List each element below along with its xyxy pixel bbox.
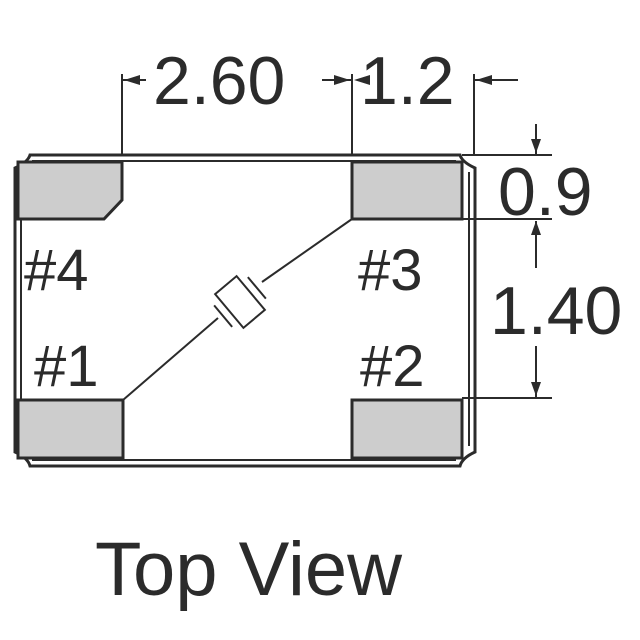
pad-4-label: #4 [24, 238, 89, 303]
dim-0-9-label: 0.9 [498, 154, 593, 230]
pad-3 [350, 160, 464, 221]
arrow-1-2-left [354, 75, 370, 85]
dim-2-60-label: 2.60 [153, 43, 285, 119]
arrow-0-9-top [531, 139, 541, 153]
crystal-plate-left [213, 304, 233, 328]
package-inner-rim [20, 160, 470, 461]
arrow-1-2-right [476, 75, 492, 85]
arrow-2-60-right [334, 75, 350, 85]
pad-1-label: #1 [34, 334, 99, 399]
pad-1 [16, 398, 125, 460]
pad-3-label: #3 [358, 238, 423, 303]
dim-1-40-label: 1.40 [490, 273, 622, 349]
crystal-lead-upper [261, 218, 353, 283]
pad-2-label: #2 [360, 334, 425, 399]
arrow-1-40-bottom [531, 382, 541, 396]
crystal-lead-lower [122, 317, 219, 401]
pad-4 [16, 160, 124, 221]
caption: Top View [95, 527, 403, 612]
dim-1-2-label: 1.2 [360, 43, 455, 119]
arrow-2-60-left [124, 75, 140, 85]
crystal-plate-right [247, 276, 267, 300]
crystal-body [213, 274, 267, 330]
crystal-symbol [213, 274, 267, 330]
pad-2 [350, 398, 464, 460]
